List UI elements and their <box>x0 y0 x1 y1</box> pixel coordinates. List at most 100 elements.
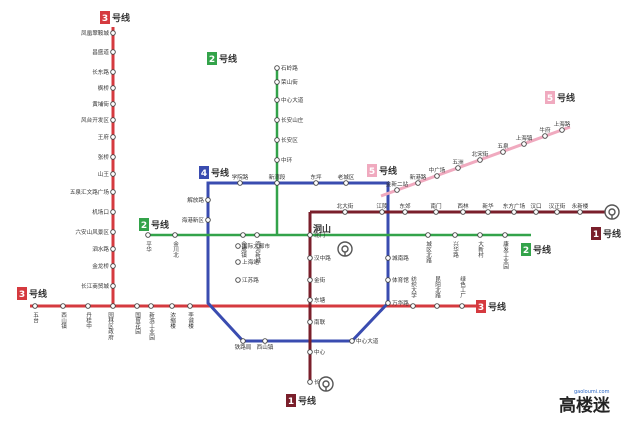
station: 中心 <box>307 348 326 356</box>
station-label: 东方广场 <box>503 202 526 210</box>
station: 体育馆 <box>385 276 409 284</box>
line-5 <box>380 125 571 198</box>
line-label: 号线 <box>488 301 506 313</box>
station-dot <box>240 338 246 344</box>
station-label: 康发工业园 <box>502 240 509 270</box>
station: 解放路 <box>187 196 211 204</box>
station-dot <box>307 297 313 303</box>
station <box>145 232 151 238</box>
station: 中心大道 <box>274 96 304 104</box>
station-dot <box>307 277 313 283</box>
station-dot <box>134 303 140 309</box>
station-dot <box>500 149 506 155</box>
station-label: 新湾段 <box>269 173 286 181</box>
station-label: 泗水路 <box>92 245 109 253</box>
station-dot <box>110 283 116 289</box>
line-label: 号线 <box>112 12 130 24</box>
station-dot <box>110 229 116 235</box>
train-station-icon <box>337 241 353 257</box>
line-label: 号线 <box>29 288 47 300</box>
station-dot <box>307 349 313 355</box>
station <box>254 232 260 238</box>
station-label: 上海路 <box>554 120 571 128</box>
line-label: 号线 <box>603 228 621 240</box>
station-label: 长东路 <box>92 68 109 76</box>
station <box>172 232 178 238</box>
station-label: 园林区政府 <box>107 312 114 341</box>
station <box>459 303 465 309</box>
station: 铁路局 <box>235 338 252 351</box>
station-dot <box>205 197 211 203</box>
station: 牛府 <box>539 126 551 139</box>
station-label: 绿色工厂 <box>459 275 466 300</box>
station: 中广场 <box>429 166 446 179</box>
station-label: 六安山风景区 <box>75 228 109 236</box>
station-dot <box>60 303 66 309</box>
station-dot <box>307 255 313 261</box>
station-label: 国贸花园 <box>134 312 141 336</box>
station-dot <box>542 133 548 139</box>
watermark-text: 高楼迷 <box>559 395 611 416</box>
station-dot <box>349 338 355 344</box>
station-label: 中心大道 <box>356 337 379 345</box>
station: 北宋街 <box>472 150 489 163</box>
station: 山王 <box>98 170 116 178</box>
station-dot <box>343 180 349 186</box>
line-badge-1-right: 1 号线 <box>591 227 621 240</box>
station-dot <box>477 232 483 238</box>
station: 西林 <box>457 202 469 215</box>
station-label: 中心 <box>314 348 326 356</box>
station-label: 王府 <box>98 133 110 141</box>
station-label: 中环 <box>281 156 293 164</box>
station-label: 汉口 <box>530 202 541 210</box>
station-dot <box>385 277 391 283</box>
station-label: 李诚楼 <box>187 311 194 330</box>
station-dot <box>110 101 116 107</box>
station-dot <box>455 165 461 171</box>
station: 新华 <box>482 202 494 215</box>
station-label: 南联 <box>314 318 326 326</box>
line-number: 2 <box>141 221 147 231</box>
station-label: 体育馆 <box>392 276 409 284</box>
station-dot <box>110 49 116 55</box>
station-dot <box>110 134 116 140</box>
station: 荣山街 <box>274 78 298 86</box>
station-label: 新港路 <box>410 173 427 181</box>
watermark-logo: gaoloumi.com 高楼迷 <box>559 389 611 416</box>
line-label: 号线 <box>211 167 229 179</box>
line-number: 1 <box>288 397 294 407</box>
station-dot <box>240 232 246 238</box>
station: 长东路 <box>92 68 116 76</box>
station-label: 滨河新城 <box>254 240 261 265</box>
station-label: 长安山庄 <box>281 116 304 124</box>
station-label: 汉正街 <box>549 202 566 210</box>
line-badge-3-right: 3 号线 <box>476 300 506 313</box>
station-dot <box>274 180 280 186</box>
station-dot <box>145 232 151 238</box>
station-label: 城南路 <box>392 254 409 262</box>
station-label: 浓缩楼 <box>169 311 176 330</box>
line-number: 3 <box>19 290 25 300</box>
station-dot <box>110 117 116 123</box>
station-label: 铁路局 <box>235 343 252 351</box>
station-label: 新滨工业园 <box>148 311 155 341</box>
station <box>502 232 508 238</box>
station-dot <box>110 303 116 309</box>
station-dot <box>559 127 565 133</box>
hub-station-label: 洞山 <box>313 223 331 235</box>
station-dot <box>577 209 583 215</box>
station-label: 西林 <box>457 202 469 210</box>
station-dot <box>554 209 560 215</box>
station: 枫桥 <box>98 84 116 92</box>
line-label: 号线 <box>379 165 397 177</box>
line-label: 号线 <box>533 244 551 256</box>
station-label: 万华路 <box>392 299 409 307</box>
station-dot <box>110 209 116 215</box>
station-dot <box>533 209 539 215</box>
station: 汉口 <box>530 202 542 215</box>
line-number: 2 <box>523 246 529 256</box>
station: 城南路 <box>385 254 409 262</box>
station <box>240 232 246 238</box>
